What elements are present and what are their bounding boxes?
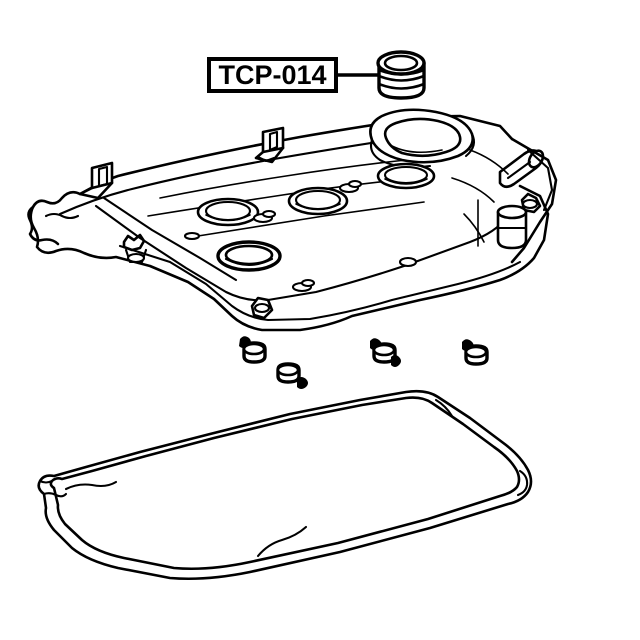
oil-filler-neck — [369, 108, 476, 169]
seal-washer-2 — [276, 362, 308, 389]
right-end-post — [496, 204, 528, 250]
spark-plug-well-3 — [196, 197, 260, 227]
mounting-tab-left — [78, 161, 114, 200]
mounting-tab-center — [254, 126, 285, 164]
part-number-callout: TCP-014 — [207, 57, 338, 93]
spark-plug-well-4 — [216, 240, 282, 272]
left-bolt-boss — [122, 233, 148, 264]
front-lower-lug — [250, 296, 274, 320]
part-number-text: TCP-014 — [218, 59, 327, 90]
seal-washer-4 — [462, 339, 489, 366]
oil-filler-cap-part — [376, 50, 426, 100]
seal-washer-group — [239, 336, 489, 389]
valve-cover-gasket-part — [37, 389, 533, 581]
seal-washer-1 — [239, 336, 267, 364]
spark-plug-well-1 — [376, 162, 436, 190]
seal-washer-3 — [370, 338, 401, 367]
valve-cover-part — [27, 108, 558, 332]
deck-boss-group — [183, 179, 418, 293]
spark-plug-well-2 — [287, 186, 349, 216]
